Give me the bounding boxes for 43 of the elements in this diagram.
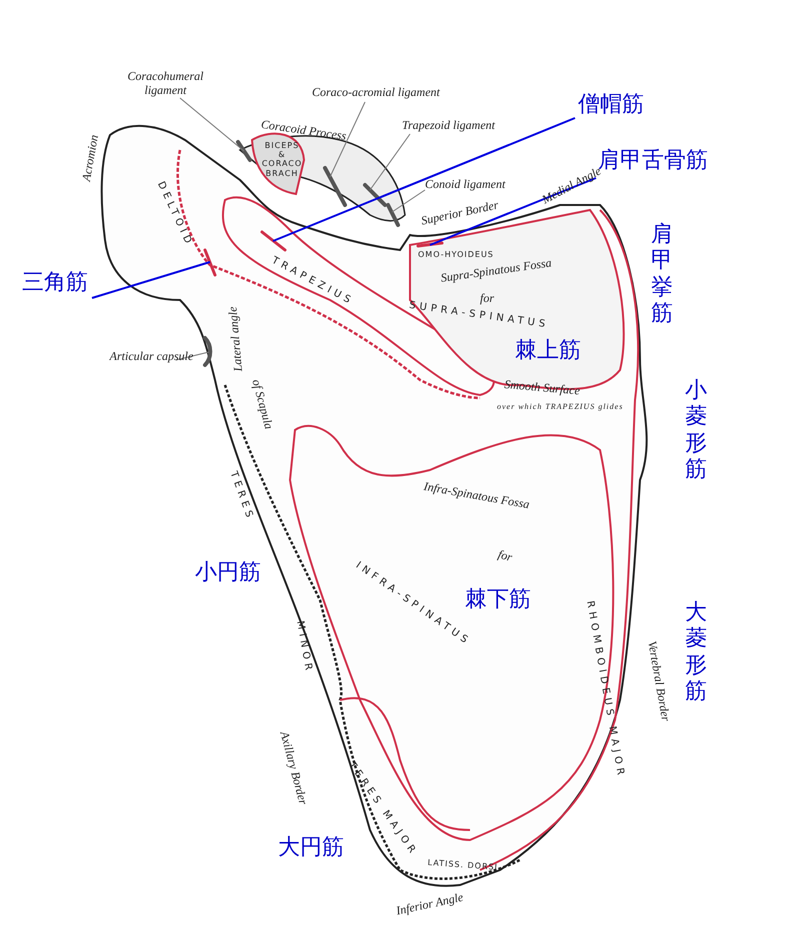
- anatomy-label: BICEPS & CORACO BRACH: [260, 141, 304, 178]
- muscle-label: 三角筋: [22, 270, 88, 296]
- muscle-attachment-line: [204, 248, 216, 276]
- leader-line: [176, 352, 210, 360]
- ligament-label: Conoid ligament: [425, 178, 506, 192]
- muscle-label: 肩甲挙筋: [650, 222, 674, 328]
- anatomy-label: Superior Border: [420, 198, 500, 228]
- ligament-band: [386, 203, 400, 227]
- leader-line: [370, 134, 410, 190]
- ligament-label: Coraco-acromial ligament: [312, 86, 440, 100]
- anatomy-label: LATISS. DORSI: [427, 858, 498, 872]
- anatomy-label: Acromion: [80, 134, 102, 182]
- muscle-label: 小円筋: [195, 560, 261, 586]
- leader-line: [392, 190, 426, 212]
- muscle-label: 棘上筋: [515, 338, 581, 364]
- muscle-label: 棘下筋: [465, 587, 531, 612]
- ligament-band: [236, 140, 252, 162]
- anatomy-label: of Scapula: [248, 378, 276, 431]
- leader-line: [272, 117, 576, 242]
- muscle-label: 僧帽筋: [578, 92, 644, 118]
- anatomy-label: Smooth Surface: [504, 378, 580, 398]
- muscle-label: 大菱形筋: [684, 600, 708, 706]
- ligament-label: Coracohumeral ligament: [118, 70, 213, 98]
- muscle-attachment-line: [416, 242, 444, 248]
- muscle-attachment-line: [260, 230, 286, 252]
- ligament-label: Articular capsule: [104, 350, 199, 364]
- anatomy-label: Lateral angle: [226, 306, 246, 372]
- anatomy-label: Vertebral Border: [644, 640, 672, 722]
- ligament-band: [323, 166, 347, 207]
- leader-line: [330, 102, 366, 178]
- muscle-label: 小菱形筋: [684, 378, 708, 484]
- anatomy-label: Inferior Angle: [395, 890, 464, 918]
- ligament-label: Trapezoid ligament: [402, 119, 496, 133]
- leader-line: [92, 261, 210, 299]
- anatomy-label: Axillary Border: [276, 730, 310, 806]
- anatomy-label: for: [496, 548, 514, 565]
- ligament-band: [363, 183, 387, 207]
- muscle-label: 大円筋: [278, 835, 344, 860]
- capsule-band: [203, 336, 212, 367]
- anatomy-label: Coracoid Process: [260, 118, 348, 143]
- anatomy-label: over which TRAPEZIUS glides: [497, 402, 624, 412]
- leader-line: [430, 177, 596, 246]
- leader-line: [180, 98, 244, 152]
